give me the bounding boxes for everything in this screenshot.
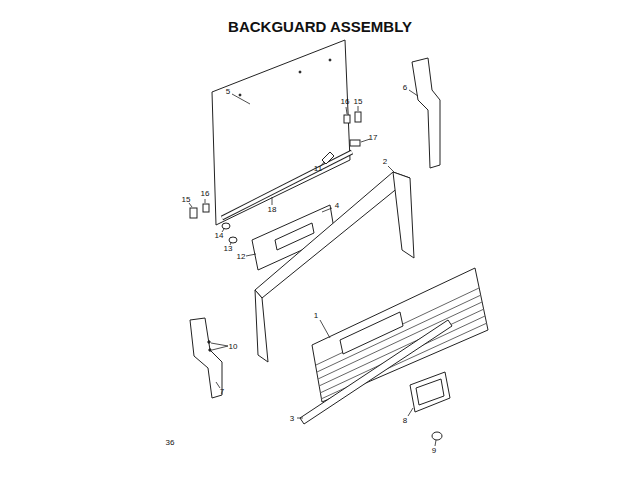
callout-number: 12: [237, 253, 246, 261]
clip: [355, 112, 361, 122]
callout-number: 18: [268, 206, 277, 214]
callout-number: 3: [290, 415, 294, 423]
screw: [222, 223, 230, 229]
leader-lines: [189, 90, 436, 446]
bushing: [344, 115, 350, 123]
callout-number: 16: [201, 190, 210, 198]
callout-number: 16: [341, 98, 350, 106]
knob: [432, 432, 442, 440]
callout-number: 9: [432, 447, 436, 455]
rod: [222, 152, 352, 218]
washer: [229, 237, 237, 243]
callout-number: 6: [403, 84, 407, 92]
end-bracket: [190, 318, 222, 398]
rear-panel: [212, 40, 350, 225]
callout-number: 4: [335, 202, 339, 210]
callout-number: 10: [229, 343, 238, 351]
lens: [410, 372, 450, 412]
bushing: [203, 204, 209, 212]
callout-number: 7: [220, 388, 224, 396]
connector: [350, 140, 360, 146]
clip: [190, 208, 197, 218]
callout-number: 2: [383, 158, 387, 166]
control-panel: [312, 268, 488, 402]
callout-number: 11: [314, 165, 322, 173]
callout-number: 17: [369, 134, 378, 142]
backguard-frame: [255, 172, 410, 298]
callout-number: 5: [226, 88, 230, 96]
callout-number: 1: [314, 312, 318, 320]
callout-number: 14: [215, 232, 224, 240]
callout-number: 8: [403, 417, 407, 425]
trim-strip: [300, 320, 452, 424]
callout-number: 15: [354, 98, 363, 106]
callout-number: 13: [224, 245, 233, 253]
callout-number: 15: [182, 196, 191, 204]
page-number: 36: [166, 439, 175, 447]
diagram-title: BACKGUARD ASSEMBLY: [0, 18, 640, 35]
end-bracket: [412, 58, 440, 168]
